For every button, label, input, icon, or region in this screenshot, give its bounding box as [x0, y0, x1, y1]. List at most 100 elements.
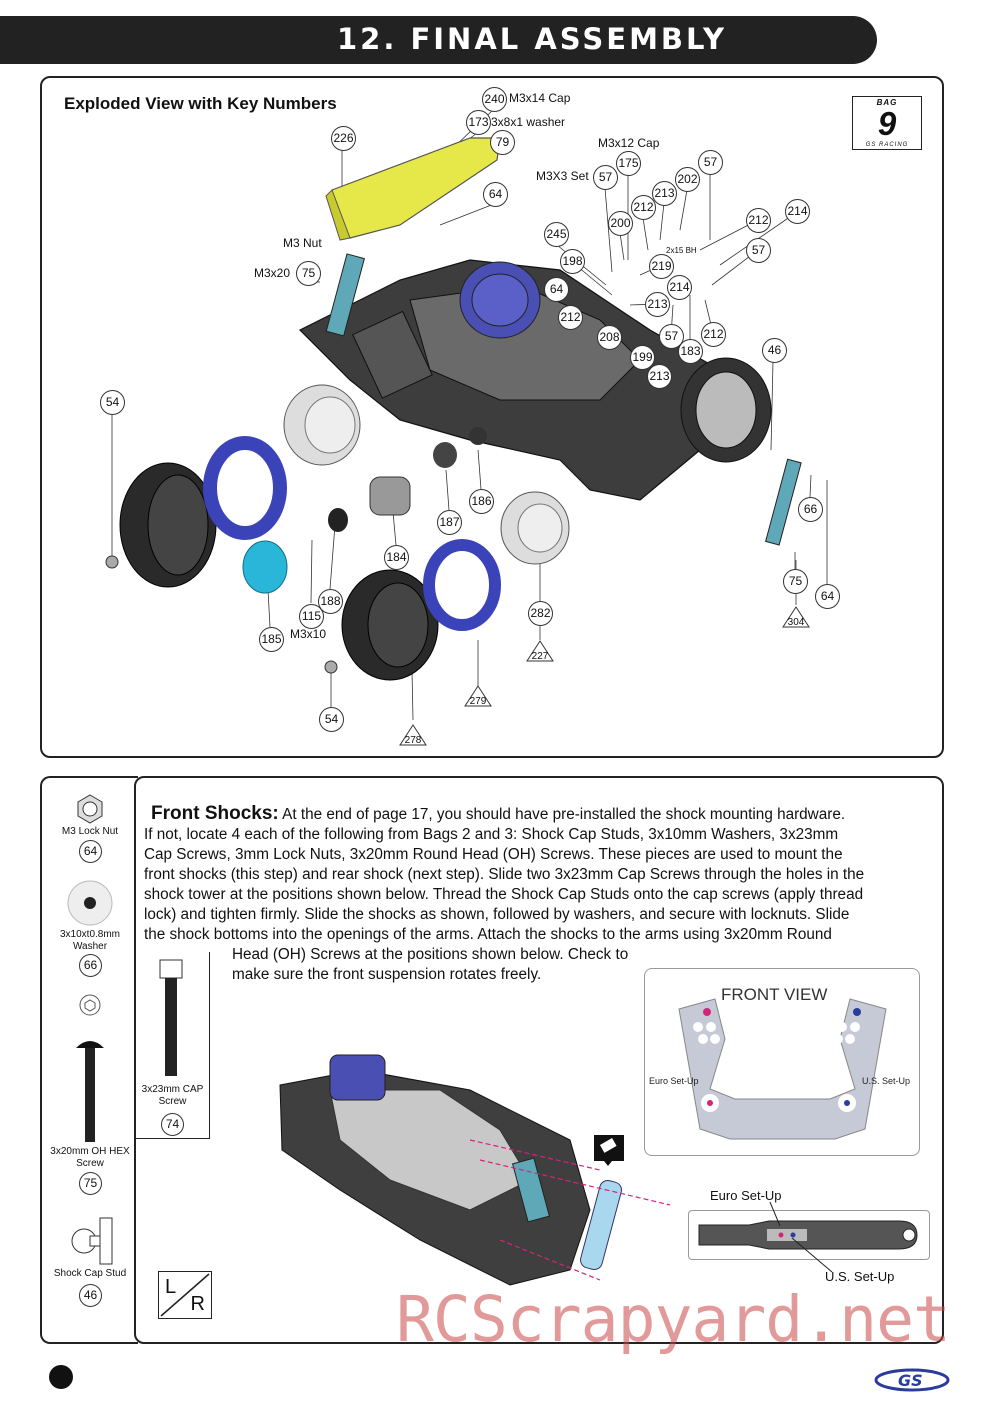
part-label-washer: 3x8x1 washer	[491, 115, 566, 129]
instruction-line: shock tower at the positions shown below…	[144, 886, 864, 903]
key-number: 54	[100, 390, 125, 415]
thread-lock-icon	[594, 1135, 624, 1166]
key-number: 213	[652, 181, 677, 206]
triangle-number: 227	[531, 651, 549, 662]
hardware-sidebar: M3 Lock Nut 64 3x10xt0.8mm Washer 66 3x2…	[40, 776, 212, 1344]
sidebar-item-label: 3x20mm OH HEX Screw	[50, 1146, 130, 1169]
key-number: 75	[783, 569, 808, 594]
instruction-panel: Front Shocks: At the end of page 17, you…	[134, 776, 944, 1344]
washer-icon	[67, 880, 113, 926]
front-view-title: FRONT VIEW	[721, 985, 828, 1004]
exploded-view-title: Exploded View with Key Numbers	[64, 94, 337, 113]
arm-view-box	[688, 1210, 930, 1260]
key-number: 175	[616, 151, 641, 176]
instruction-title: Front Shocks:	[151, 803, 279, 824]
hex-screw-icon	[76, 994, 104, 1142]
key-number: 212	[746, 208, 771, 233]
instruction-line: the shock bottoms into the openings of t…	[144, 926, 832, 943]
arm-label-leaders	[769, 1201, 833, 1273]
cap-screw-box: 3x23mm CAP Screw 74	[136, 952, 210, 1139]
us-setup-label: U.S. Set-Up	[862, 1076, 911, 1086]
sidebar-item-number: 46	[79, 1284, 102, 1307]
triangle-icon	[399, 724, 427, 746]
gs-racing-logo-icon: GS	[874, 1368, 950, 1392]
key-number: 226	[331, 126, 356, 151]
key-number: 64	[483, 182, 508, 207]
bag-badge: BAG 9 GS RACING	[852, 96, 922, 150]
part-label-m3x10: M3x10	[290, 627, 327, 641]
key-number: 79	[490, 130, 515, 155]
triangle-marker: 279	[464, 685, 492, 707]
key-number: 57	[698, 150, 723, 175]
watermark-text: RCScrapyard.net	[396, 1283, 951, 1356]
key-number: 245	[544, 222, 569, 247]
shock-tower-diagram	[678, 998, 887, 1140]
key-number: 212	[701, 322, 726, 347]
part-label-bh: 2x15 BH	[666, 246, 697, 255]
section-header-bar: 12. FINAL ASSEMBLY	[0, 16, 877, 64]
triangle-marker: 304	[782, 606, 810, 628]
instruction-line: Cap Screws, 3mm Lock Nuts, 3x20mm Round …	[144, 846, 843, 863]
section-title: 12. FINAL ASSEMBLY	[336, 22, 727, 56]
triangle-number: 278	[404, 735, 422, 746]
exploded-view-drawing	[105, 109, 828, 721]
triangle-number: 304	[787, 617, 805, 628]
divider-icon	[160, 1273, 210, 1317]
instruction-line: lock) and tighten firmly. Slide the shoc…	[144, 906, 850, 923]
arm-euro-label: Euro Set-Up	[710, 1188, 782, 1203]
triangle-icon	[526, 640, 554, 662]
sidebar-item-number: 66	[79, 954, 102, 977]
part-label-m3x12: M3x12 Cap	[598, 136, 660, 150]
part-label-m3x3: M3X3 Set	[536, 169, 589, 183]
bag-word: BAG	[876, 98, 898, 107]
bag-brand: GS RACING	[865, 142, 909, 148]
triangle-icon	[782, 606, 810, 628]
key-number: 202	[675, 167, 700, 192]
bag-number: 9	[877, 105, 897, 142]
key-number: 213	[645, 292, 670, 317]
instruction-line: make sure the front suspension rotates f…	[232, 966, 542, 983]
sidebar-item-label: 3x10xt0.8mm Washer	[59, 929, 121, 952]
key-number: 214	[667, 275, 692, 300]
key-number: 200	[608, 211, 633, 236]
key-number: 64	[815, 584, 840, 609]
lock-nut-icon	[77, 794, 103, 824]
key-number: 198	[560, 249, 585, 274]
key-number: 282	[528, 601, 553, 626]
cap-screw-number: 74	[161, 1113, 184, 1136]
key-number: 186	[469, 489, 494, 514]
sidebar-item-label: Shock Cap Stud	[53, 1268, 127, 1279]
arm-us-label: U.S. Set-Up	[825, 1269, 895, 1284]
sidebar-item-number: 75	[79, 1172, 102, 1195]
key-number: 64	[544, 277, 569, 302]
left-label: L	[165, 1276, 177, 1298]
suspension-arm-diagram	[698, 1220, 918, 1250]
euro-setup-label: Euro Set-Up	[649, 1076, 699, 1086]
triangle-number: 279	[469, 696, 487, 707]
instruction-line: At the end of page 17, you should have p…	[282, 806, 846, 823]
shock-cap-stud-icon	[71, 1217, 113, 1265]
key-number: 187	[437, 510, 462, 535]
key-number: 199	[630, 345, 655, 370]
page-marker-dot	[49, 1365, 73, 1389]
sidebar-item-label: M3 Lock Nut	[61, 826, 119, 837]
cap-screw-icon	[159, 959, 183, 1076]
key-number: 183	[678, 339, 703, 364]
svg-text:GS: GS	[898, 1371, 923, 1390]
instruction-line: Head (OH) Screws at the positions shown …	[232, 946, 629, 963]
key-number: 240	[482, 87, 507, 112]
instruction-text: Front Shocks: At the end of page 17, you…	[144, 804, 934, 985]
part-label-m3-nut: M3 Nut	[283, 236, 322, 250]
key-number: 212	[558, 305, 583, 330]
right-label: R	[190, 1293, 205, 1315]
front-view-box: FRONT VIEW Euro Set-Up U.S. Set-Up	[644, 968, 920, 1156]
key-number: 75	[296, 261, 321, 286]
key-number: 184	[384, 545, 409, 570]
sidebar-item-number: 64	[79, 840, 102, 863]
instruction-line: If not, locate 4 each of the following f…	[144, 826, 839, 843]
part-label-m3x14: M3x14 Cap	[509, 91, 571, 105]
key-number: 212	[631, 195, 656, 220]
key-number: 46	[762, 338, 787, 363]
left-right-indicator: L R	[158, 1271, 212, 1319]
key-number: 214	[785, 199, 810, 224]
